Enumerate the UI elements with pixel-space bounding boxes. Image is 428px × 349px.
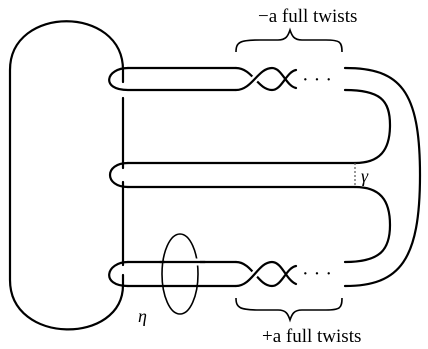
top-right-outer — [343, 66, 422, 288]
bottom-right-inner — [343, 185, 392, 264]
bottom-ellipsis: · · · — [302, 263, 332, 285]
top-hook — [108, 66, 238, 92]
top-brace — [235, 27, 343, 53]
bottom-twist-b — [234, 260, 298, 288]
left-loop — [8, 20, 125, 331]
eta-ellipse — [161, 233, 199, 315]
top-twist-b — [234, 66, 298, 92]
top-twist-label: −a full twists — [258, 6, 357, 27]
top-ellipsis: · · · — [302, 69, 332, 91]
bottom-twist-label: +a full twists — [262, 326, 361, 347]
top-twist-a — [234, 66, 298, 92]
eta-label: η — [138, 306, 147, 326]
bottom-brace — [235, 297, 343, 323]
bottom-hook — [108, 260, 130, 288]
bottom-twist-a — [234, 260, 298, 288]
middle-hook — [109, 161, 130, 189]
top-right-inner — [343, 88, 392, 165]
gamma-label: γ — [361, 166, 369, 186]
